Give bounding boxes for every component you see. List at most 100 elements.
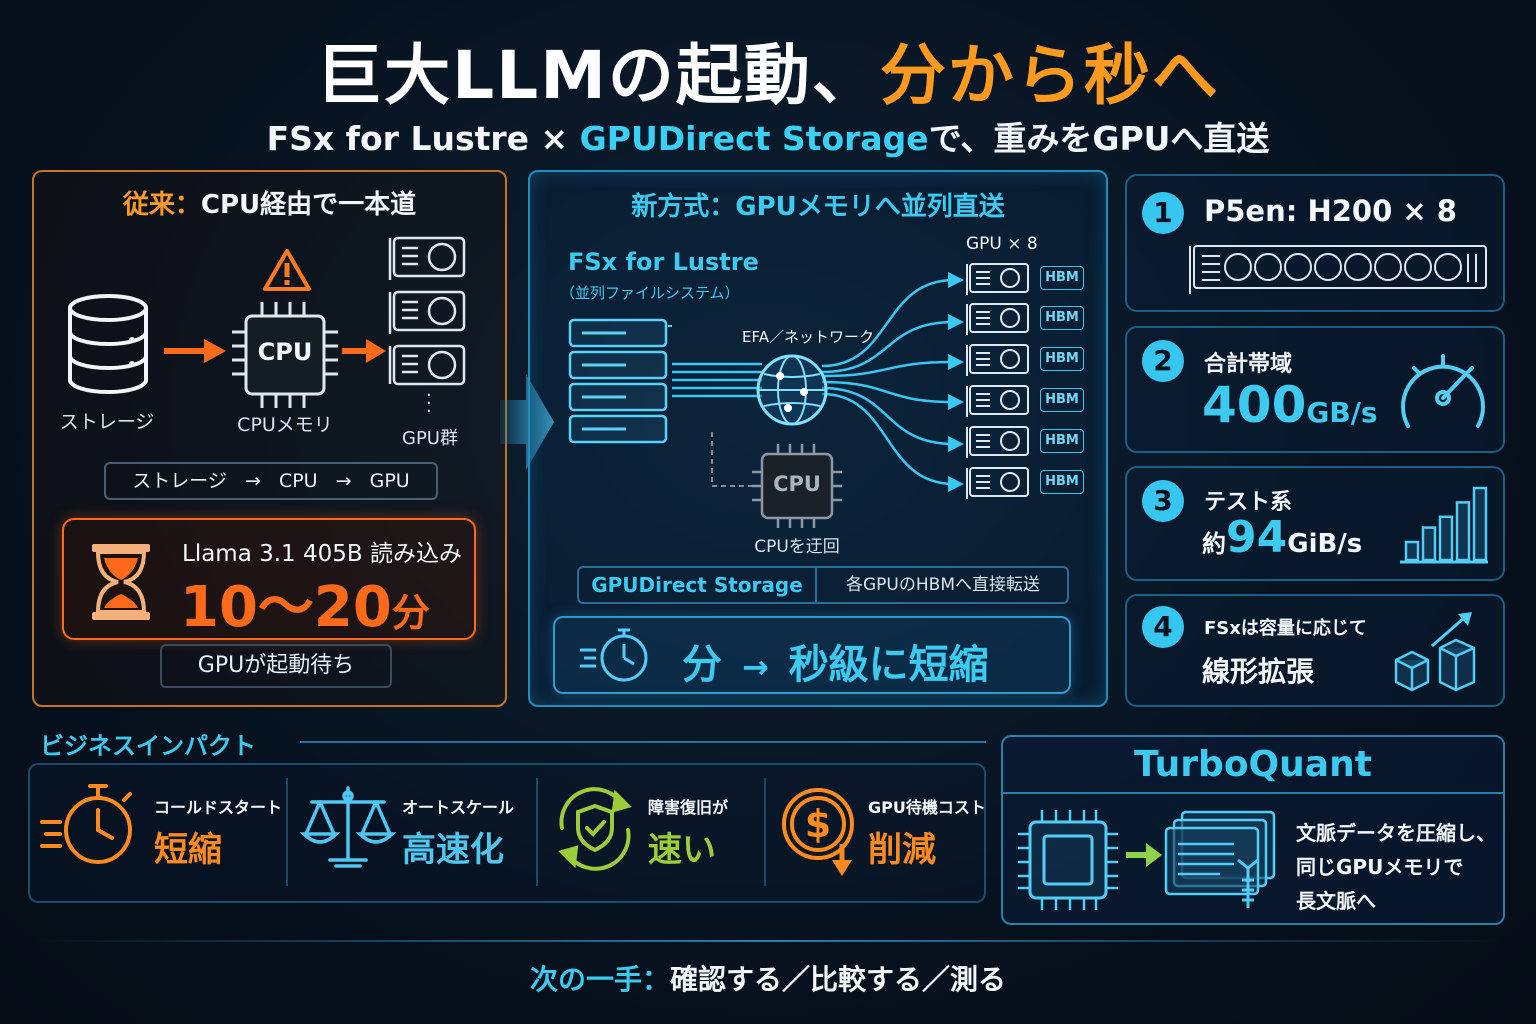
card-number-badge: 2 <box>1142 340 1184 382</box>
arrow-right-icon <box>164 339 226 363</box>
bar-icon-bar <box>1438 515 1454 562</box>
network-flow-lines <box>672 272 964 492</box>
page-title: 巨大LLMの起動、分から秒へ <box>0 22 1536 118</box>
result-text: 分 → 秒級に短縮 <box>682 632 989 690</box>
gpu-server-icon <box>1189 245 1487 294</box>
impact-item-3-bottom: 速い <box>648 830 716 870</box>
storage-label: ストレージ <box>59 411 155 433</box>
efa-label: EFA／ネットワーク <box>742 328 874 346</box>
hbm-badge: HBM <box>1040 429 1084 453</box>
card2-title: 合計帯域 <box>1204 352 1293 377</box>
divider <box>764 778 766 886</box>
turboquant-text: 文脈データを圧縮し、 同じGPUメモリで 長文脈へ <box>1296 816 1496 918</box>
card3-value: 94 <box>1226 512 1288 563</box>
subtitle-part2: GPUDirect Storage <box>579 119 929 158</box>
load-value: 10〜20 <box>180 575 392 640</box>
gpu-row: HBM <box>966 262 1086 302</box>
card-number-badge: 3 <box>1142 480 1184 522</box>
title-part1: 巨大LLMの起動、 <box>316 37 880 114</box>
turboquant-title: TurboQuant <box>1134 744 1372 785</box>
hbm-badge: HBM <box>1040 347 1084 371</box>
business-header-rule <box>300 741 986 743</box>
cpu-memory-label: CPUメモリ <box>237 414 333 436</box>
card3-title: テスト系 <box>1204 490 1293 515</box>
divider <box>536 778 538 886</box>
bypass-cpu-label: CPU <box>773 472 821 496</box>
card4-value: 線形拡張 <box>1202 655 1315 688</box>
spec-card-4 <box>1125 594 1505 707</box>
dollar-down-icon: $ <box>782 788 854 876</box>
impact-item-1-bottom: 短縮 <box>154 830 222 870</box>
card3-unit: GiB/s <box>1287 529 1363 559</box>
legacy-header-prefix: 従来： <box>122 190 201 220</box>
impact-item-4-top: GPU待機コスト <box>868 798 986 817</box>
card4-title: FSxは容量に応じて <box>1204 618 1367 639</box>
hbm-badge: HBM <box>1040 266 1084 290</box>
legacy-flow-box: ストレージ → CPU → GPU <box>104 462 438 500</box>
card2-value: 400 <box>1202 376 1307 434</box>
title-part2: 分から秒へ <box>879 37 1220 114</box>
cpu-chip-label: CPU <box>257 338 313 366</box>
bar-icon-bar <box>1421 526 1437 562</box>
footer: 次の一手：確認する／比較する／測る <box>0 958 1536 998</box>
bar-icon-bar <box>1404 540 1420 562</box>
subtitle-part3: で、重みをGPUへ直送 <box>928 119 1270 158</box>
card1-title: P5en: H200 × 8 <box>1204 194 1457 228</box>
result-to: 秒級に短縮 <box>788 642 989 688</box>
legacy-gpu-stack <box>388 236 468 390</box>
spec-card-2 <box>1125 326 1505 453</box>
turboquant-line-3: 長文脈へ <box>1296 889 1376 913</box>
hbm-badge: HBM <box>1040 470 1084 494</box>
gpu-row: HBM <box>966 384 1086 425</box>
load-value-wrap: 10〜20分 <box>180 562 430 643</box>
footer-rule <box>30 940 1506 942</box>
flow-cpu: CPU <box>278 470 318 492</box>
database-icon <box>68 294 148 394</box>
load-unit: 分 <box>391 591 430 635</box>
result-from: 分 <box>682 642 722 688</box>
gpu-row: HBM <box>966 343 1086 384</box>
impact-item-3-top: 障害復旧が <box>648 798 729 817</box>
footer-actions: 確認する／比較する／測る <box>670 963 1007 996</box>
flow-storage: ストレージ <box>132 470 227 492</box>
stopwatch-icon <box>40 784 132 864</box>
compressed-documents-icon <box>1164 810 1276 908</box>
business-panel <box>28 763 986 903</box>
divider <box>286 778 288 886</box>
flow-arrow: → <box>244 470 261 492</box>
new-gpu-stack: HBM HBM HBM HBM HBM HBM <box>966 262 1086 507</box>
scale-icon <box>300 786 396 868</box>
impact-item-1-top: コールドスタート <box>154 798 283 817</box>
speedometer-icon <box>1401 354 1485 428</box>
gpu-card-icon <box>966 426 1029 458</box>
turboquant-line-2: 同じGPUメモリで <box>1296 855 1464 879</box>
footer-prefix: 次の一手： <box>529 963 670 996</box>
arrow-right-icon <box>342 339 386 363</box>
fsx-title: FSx for Lustre <box>568 248 759 276</box>
scaling-cubes-icon <box>1394 612 1476 692</box>
cpu-bypass-label: CPUを迂回 <box>754 537 840 557</box>
load-label: Llama 3.1 405B 読み込み <box>182 541 462 567</box>
flow-arrow: → <box>335 470 352 492</box>
chip-icon <box>1018 810 1118 910</box>
gpu-card-icon <box>966 263 1029 295</box>
bar-icon-bar <box>1472 486 1488 562</box>
gpu-row: HBM <box>966 302 1086 343</box>
card2-unit: GB/s <box>1306 396 1378 429</box>
cpu-chip-icon <box>232 302 338 408</box>
impact-item-2-top: オートスケール <box>402 798 515 817</box>
cpu-chip-icon <box>752 444 842 528</box>
transition-arrow-icon <box>500 374 554 470</box>
turboquant-rule <box>1001 792 1505 794</box>
gds-row: GPUDirect Storage 各GPUのHBMへ直接転送 <box>577 566 1069 604</box>
warning-icon <box>263 249 311 291</box>
svg-text:$: $ <box>805 802 831 846</box>
gds-label: GPUDirect Storage <box>579 568 817 602</box>
server-rack-icon <box>568 318 672 444</box>
business-header: ビジネスインパクト <box>40 732 256 760</box>
gpu-card-icon <box>388 236 466 386</box>
impact-item-2-bottom: 高速化 <box>402 830 504 870</box>
flow-gpu: GPU <box>369 470 410 492</box>
legacy-header-rest: CPU経由で一本道 <box>200 190 417 220</box>
gpu-card-icon <box>966 385 1029 417</box>
